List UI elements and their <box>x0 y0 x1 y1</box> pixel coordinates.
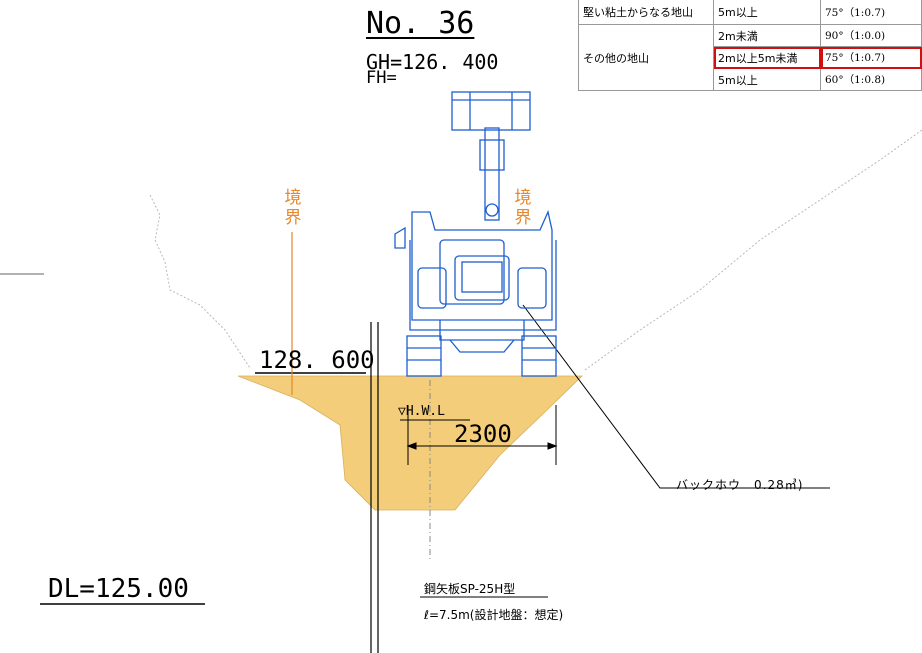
sheet-pile-length-label: ℓ=7.5m(設計地盤：想定) <box>424 608 564 622</box>
backhoe-illustration <box>394 91 557 377</box>
datum-level-label: DL=125.00 <box>48 574 189 604</box>
ground-height-label: GH=126. 400 <box>366 50 499 74</box>
formation-height-label: FH= <box>366 68 397 88</box>
depth-cell: 2m未満 <box>713 24 821 47</box>
slope-table: 堅い粘土からなる地山 5m以上 75°（1:0.7) その他の地山 2m未満 9… <box>578 0 922 91</box>
table-row: その他の地山 2m未満 90°（1:0.0) <box>578 24 922 91</box>
slope-cell: 75°（1:0.7) <box>820 0 922 25</box>
boundary-label-right: 境 界 <box>514 188 532 228</box>
depth-cell: 5m以上 <box>713 68 821 91</box>
slope-cell-highlighted: 75°（1:0.7) <box>820 46 922 69</box>
soil-cell: 堅い粘土からなる地山 <box>578 0 714 25</box>
boundary-label-left: 境 界 <box>284 188 302 228</box>
depth-cell: 5m以上 <box>713 0 821 25</box>
depth-cell-highlighted: 2m以上5m未満 <box>713 46 821 69</box>
slope-cell: 60°（1:0.8) <box>820 68 922 91</box>
slope-cell: 90°（1:0.0) <box>820 24 922 47</box>
top-elevation-label: 128. 600 <box>259 346 375 374</box>
excavation-width-label: 2300 <box>454 420 512 448</box>
excavation-area <box>237 375 583 511</box>
table-row: 5m以上 60°（1:0.8) <box>579 68 922 91</box>
sheet-pile-type-label: 鋼矢板SP-25H型 <box>424 582 516 596</box>
sheet-pile <box>370 322 379 653</box>
original-ground-line <box>149 129 922 371</box>
backhoe-label: バックホウ 0.28㎥) <box>676 478 804 492</box>
backhoe-leader <box>522 304 830 489</box>
dimension-line <box>406 405 558 465</box>
soil-cell: その他の地山 <box>578 24 714 91</box>
section-number: No. 36 <box>366 6 475 41</box>
table-row: 堅い粘土からなる地山 5m以上 75°（1:0.7) <box>578 0 922 25</box>
hwl-label: ▽H.W.L <box>398 404 445 419</box>
